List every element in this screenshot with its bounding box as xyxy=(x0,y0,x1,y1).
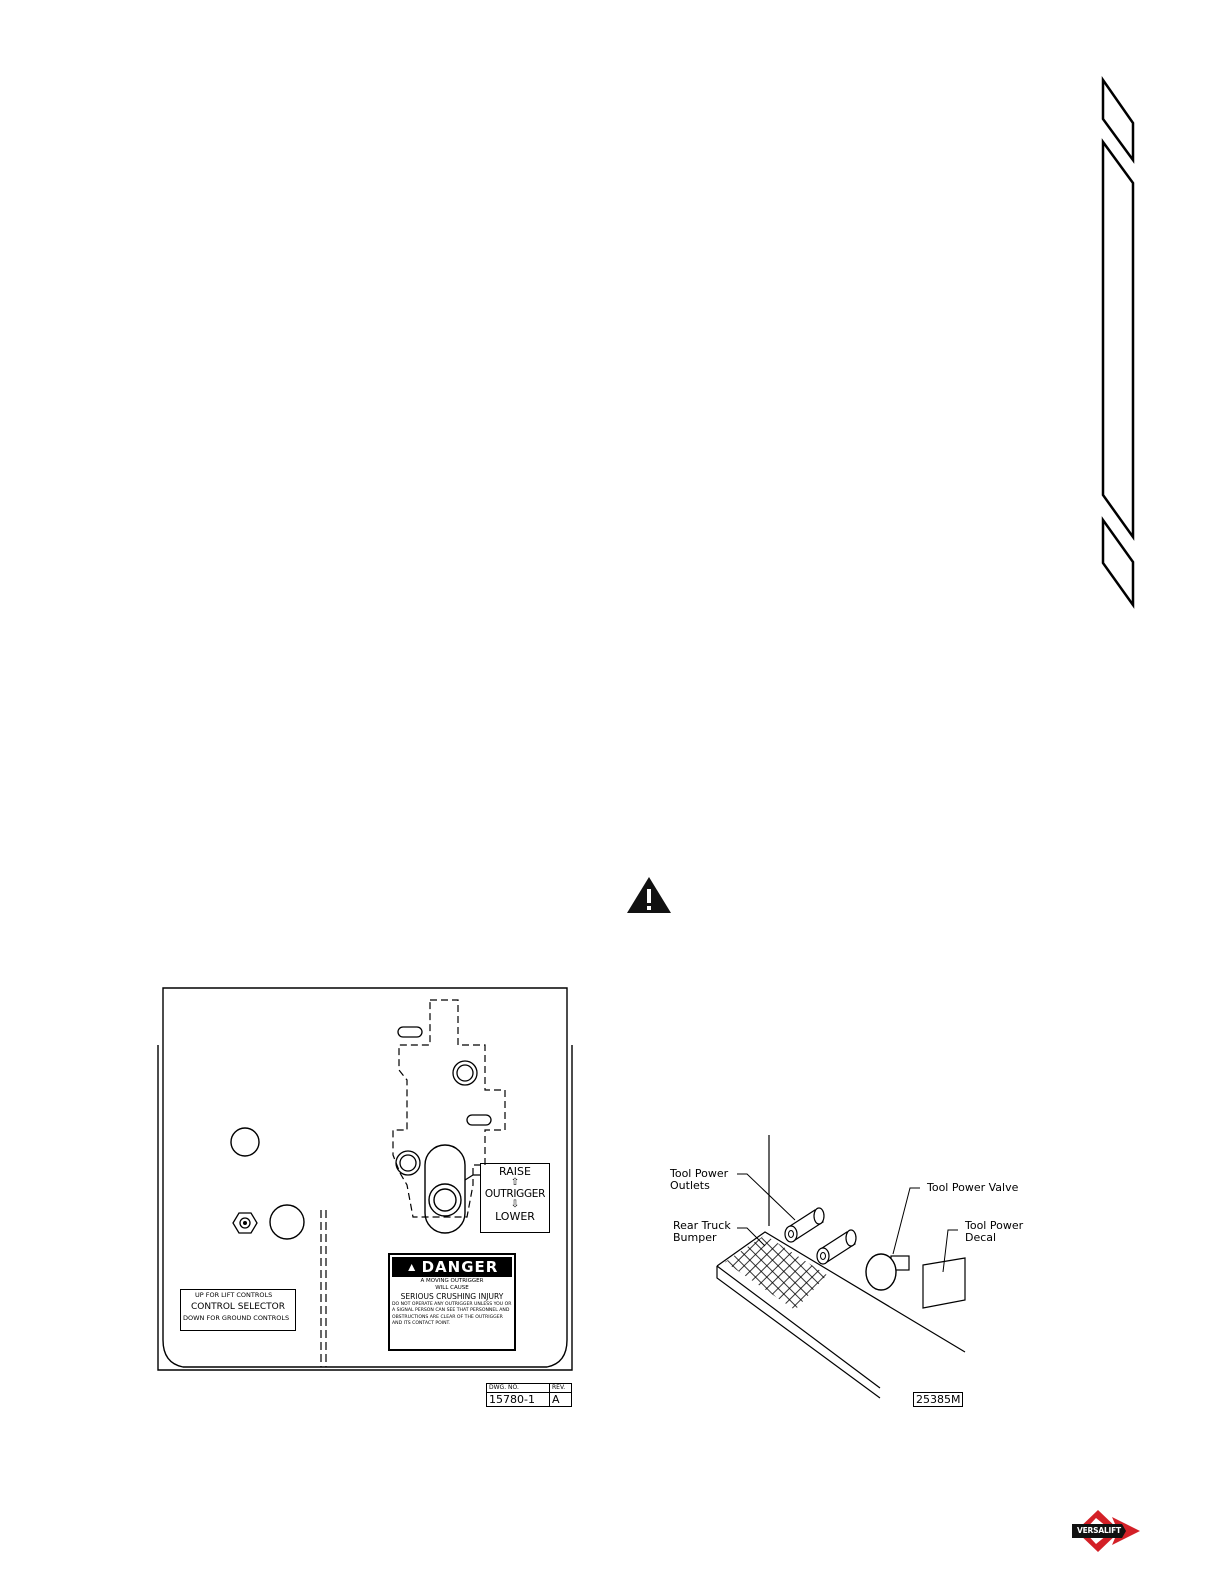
label-tool-power-outlets: Tool Power Outlets xyxy=(670,1167,729,1192)
control-panel-outline xyxy=(157,987,573,1371)
arrow-down-icon: ⇩ xyxy=(510,1199,520,1210)
label-tool-power-valve: Tool Power Valve xyxy=(927,1181,1019,1194)
outrigger-lower-label: LOWER xyxy=(495,1210,535,1223)
selector-switch-icon xyxy=(232,1212,258,1234)
versalift-logo: VERSALIFT xyxy=(1068,1508,1142,1554)
danger-decal: ▲ DANGER A MOVING OUTRIGGER WILL CAUSE S… xyxy=(388,1253,516,1351)
warning-triangle-icon xyxy=(627,877,671,913)
outrigger-raise-label: RAISE xyxy=(499,1165,531,1178)
label-tool-power-decal: Tool Power Decal xyxy=(965,1219,1024,1244)
danger-line3: SERIOUS CRUSHING INJURY xyxy=(400,1292,504,1301)
title-block: DWG. NO. 15780-1 REV. A xyxy=(486,1383,572,1407)
outlet-1-icon xyxy=(784,1207,825,1243)
danger-line2: WILL CAUSE xyxy=(435,1285,469,1291)
danger-header: ▲ DANGER xyxy=(392,1257,512,1277)
tool-power-figure: Tool Power Outlets Rear Truck Bumper Too… xyxy=(665,1130,1045,1410)
tool-power-drawing-number: 25385M xyxy=(913,1392,964,1407)
danger-warning-icon: ▲ xyxy=(405,1260,418,1274)
tool-power-drawing xyxy=(716,1135,966,1399)
dwg-no-label: DWG. NO. xyxy=(487,1384,549,1393)
section-tab-markers xyxy=(1101,76,1135,609)
rev-value: A xyxy=(552,1393,560,1406)
danger-line1: A MOVING OUTRIGGER xyxy=(420,1278,484,1284)
selector-title: CONTROL SELECTOR xyxy=(190,1302,286,1312)
selector-down-label: DOWN FOR GROUND CONTROLS xyxy=(183,1314,290,1322)
outrigger-decal: RAISE ⇧ OUTRIGGER ⇩ LOWER xyxy=(480,1163,550,1233)
tool-power-valve-icon xyxy=(865,1253,910,1291)
dwg-no-value: 15780-1 xyxy=(489,1393,535,1406)
versalift-logo-text: VERSALIFT xyxy=(1077,1526,1121,1535)
danger-body: DO NOT OPERATE ANY OUTRIGGER UNLESS YOU … xyxy=(392,1302,512,1326)
control-selector-decal: UP FOR LIFT CONTROLS CONTROL SELECTOR DO… xyxy=(180,1289,296,1331)
danger-title: DANGER xyxy=(421,1258,499,1276)
outlet-2-icon xyxy=(816,1229,857,1265)
rev-label: REV. xyxy=(550,1384,571,1393)
selector-up-label: UP FOR LIFT CONTROLS xyxy=(195,1291,273,1299)
label-rear-truck-bumper: Rear Truck Bumper xyxy=(673,1219,731,1244)
outrigger-label: OUTRIGGER xyxy=(484,1188,546,1200)
arrow-up-icon: ⇧ xyxy=(510,1177,520,1188)
versalift-logo-mark xyxy=(1072,1510,1140,1552)
control-panel-figure: RAISE ⇧ OUTRIGGER ⇩ LOWER ▲ DANGER A MOV… xyxy=(155,985,575,1410)
